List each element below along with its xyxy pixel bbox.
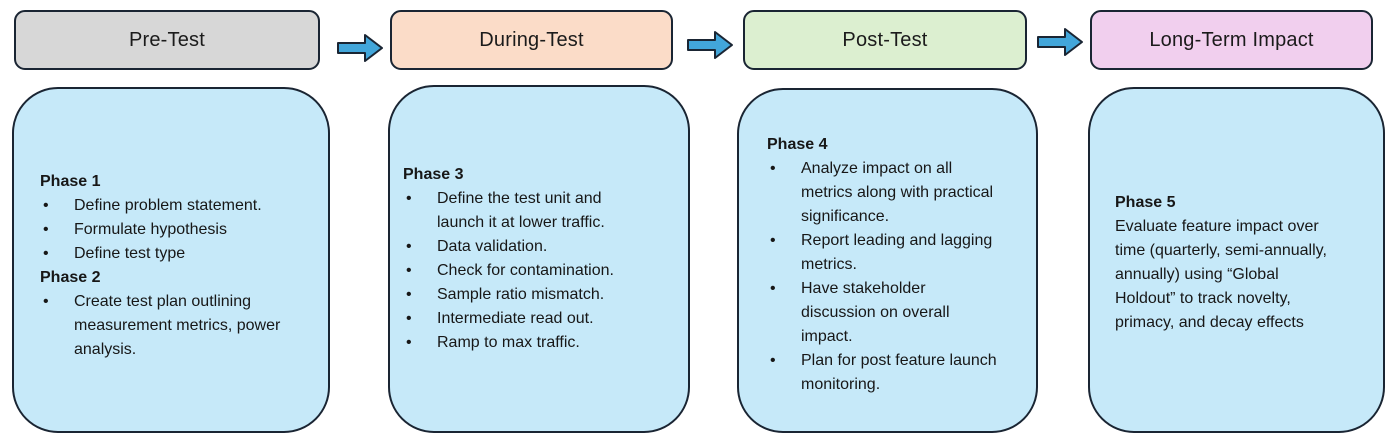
bullet-icon: • <box>770 280 776 297</box>
stage-content: Phase 4 • Analyze impact on all metrics al… <box>739 90 1036 397</box>
phase-paragraph: Evaluate feature impact over time (quart… <box>1115 218 1327 331</box>
bullet-item: • Ramp to max traffic. <box>403 331 688 355</box>
bullet-text: Sample ratio mismatch. <box>437 286 605 303</box>
bullet-item: • Data validation. <box>403 235 688 259</box>
stage-header-label: Post-Test <box>842 28 928 51</box>
bullet-text: Define test type <box>74 245 186 262</box>
bullet-text: Define the test unit and launch it at lo… <box>437 190 605 231</box>
phase-heading: Phase 1 <box>40 173 101 190</box>
bullet-icon: • <box>43 245 49 262</box>
bullet-icon: • <box>406 262 412 279</box>
bullet-item: • Intermediate read out. <box>403 307 688 331</box>
bullet-item: • Define test type <box>40 242 328 266</box>
bullet-item: • Define the test unit and launch it at l… <box>403 187 688 235</box>
stage-content: Phase 5 Evaluate feature impact over time… <box>1090 89 1383 335</box>
stage-header-during-test: During-Test <box>390 10 673 70</box>
phase-heading: Phase 4 <box>767 136 828 153</box>
bullet-icon: • <box>406 310 412 327</box>
bullet-item: • Analyze impact on all metrics along wit… <box>767 157 1036 229</box>
bullet-text: Plan for post feature launch monitoring. <box>801 352 997 393</box>
bullet-text: Ramp to max traffic. <box>437 334 580 351</box>
stage-body-during-test: Phase 3 • Define the test unit and launch … <box>388 85 690 433</box>
bullet-item: • Formulate hypothesis <box>40 218 328 242</box>
bullet-icon: • <box>406 238 412 255</box>
bullet-item: • Create test plan outlining measurement … <box>40 290 328 362</box>
stage-body-pre-test: Phase 1 • Define problem statement. • Formul… <box>12 87 330 433</box>
bullet-icon: • <box>770 160 776 177</box>
bullet-item: • Report leading and lagging metrics. <box>767 229 1036 277</box>
bullet-icon: • <box>770 352 776 369</box>
bullet-text: Analyze impact on all metrics along with… <box>801 160 994 225</box>
stage-body-long-term-impact: Phase 5 Evaluate feature impact over time… <box>1088 87 1385 433</box>
bullet-text: Create test plan outlining measurement m… <box>74 293 281 358</box>
phase-heading: Phase 2 <box>40 269 101 286</box>
bullet-text: Report leading and lagging metrics. <box>801 232 993 273</box>
bullet-text: Check for contamination. <box>437 262 614 279</box>
stage-header-post-test: Post-Test <box>743 10 1027 70</box>
bullet-icon: • <box>43 197 49 214</box>
stage-header-label: Pre-Test <box>128 28 206 51</box>
stage-header-label: During-Test <box>479 28 584 51</box>
stage-header-pre-test: Pre-Test <box>14 10 320 70</box>
bullet-item: • Define problem statement. <box>40 194 328 218</box>
stage-content: Phase 3 • Define the test unit and launch … <box>390 87 688 355</box>
stage-header-long-term-impact: Long-Term Impact <box>1090 10 1373 70</box>
bullet-text: Data validation. <box>437 238 548 255</box>
phase-heading: Phase 5 <box>1115 194 1176 211</box>
stage-content: Phase 1 • Define problem statement. • Formul… <box>14 89 328 362</box>
arrow-right-icon <box>337 34 383 62</box>
bullet-icon: • <box>770 232 776 249</box>
bullet-item: • Plan for post feature launch monitoring… <box>767 349 1036 397</box>
arrow-right-icon <box>687 31 733 59</box>
bullet-icon: • <box>406 190 412 207</box>
bullet-text: Define problem statement. <box>74 197 262 214</box>
bullet-icon: • <box>406 286 412 303</box>
stage-body-post-test: Phase 4 • Analyze impact on all metrics al… <box>737 88 1038 433</box>
bullet-icon: • <box>43 293 49 310</box>
bullet-text: Have stakeholder discussion on overall i… <box>801 280 950 345</box>
arrow-right-icon <box>1037 28 1083 56</box>
bullet-item: • Sample ratio mismatch. <box>403 283 688 307</box>
stage-header-label: Long-Term Impact <box>1149 28 1314 51</box>
bullet-icon: • <box>406 334 412 351</box>
bullet-icon: • <box>43 221 49 238</box>
phase-heading: Phase 3 <box>403 166 464 183</box>
bullet-item: • Have stakeholder discussion on overall … <box>767 277 1036 349</box>
bullet-text: Formulate hypothesis <box>74 221 227 238</box>
bullet-text: Intermediate read out. <box>437 310 594 327</box>
bullet-item: • Check for contamination. <box>403 259 688 283</box>
